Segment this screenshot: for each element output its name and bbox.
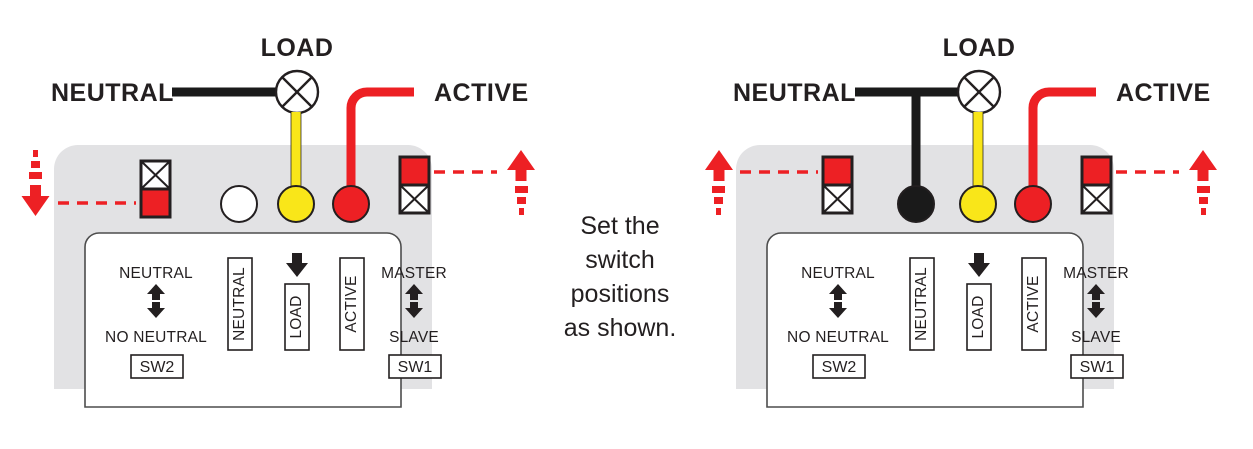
note-line-4: as shown. — [564, 314, 677, 342]
port-neutral: NEUTRAL — [227, 257, 253, 351]
port-neutral-label: NEUTRAL — [913, 267, 930, 341]
sw2-option-bottom: NO NEUTRAL — [105, 329, 207, 346]
port-load-label: LOAD — [970, 295, 987, 338]
sw2-position-indicator — [21, 150, 136, 216]
sw2-id-label: SW2 — [822, 359, 857, 376]
neutral-wire-label: NEUTRAL — [733, 79, 856, 107]
neutral-terminal[interactable] — [220, 185, 258, 223]
note-line-3: positions — [571, 280, 670, 308]
sw2-option-top: NEUTRAL — [119, 265, 193, 282]
load-lamp — [956, 69, 1002, 115]
center-note: Set the switch positions as shown. — [564, 212, 677, 342]
sw1-switch[interactable] — [1080, 155, 1113, 215]
sw2-id-box — [130, 354, 184, 379]
load-wire-label: LOAD — [943, 34, 1016, 62]
port-active-label: ACTIVE — [1025, 275, 1042, 332]
sw2-id-box — [812, 354, 866, 379]
note-line-1: Set the — [580, 212, 659, 240]
active-wire-label: ACTIVE — [434, 79, 529, 107]
sw1-position-indicator — [434, 150, 535, 215]
neutral-wire-label: NEUTRAL — [51, 79, 174, 107]
sw1-option-top: MASTER — [381, 265, 447, 282]
port-active-label: ACTIVE — [343, 275, 360, 332]
sw2-options: NEUTRAL NO NEUTRAL SW2 — [787, 265, 889, 379]
sw1-id-box — [1070, 354, 1124, 379]
active-terminal[interactable] — [332, 185, 370, 223]
sw1-option-bottom: SLAVE — [389, 329, 439, 346]
sw2-switch[interactable] — [821, 155, 854, 215]
left-diagram: NEUTRAL LOAD ACTIVE NEUTRAL NO NEUTRAL S… — [21, 34, 535, 408]
port-load: LOAD — [966, 253, 992, 351]
port-neutral: NEUTRAL — [909, 257, 935, 351]
active-terminal[interactable] — [1014, 185, 1052, 223]
sw1-option-top: MASTER — [1063, 265, 1129, 282]
sw1-options: MASTER SLAVE SW1 — [1063, 265, 1129, 379]
port-load: LOAD — [284, 253, 310, 351]
sw1-id-label: SW1 — [1080, 359, 1115, 376]
sw2-option-bottom: NO NEUTRAL — [787, 329, 889, 346]
active-wire-label: ACTIVE — [1116, 79, 1211, 107]
sw1-option-bottom: SLAVE — [1071, 329, 1121, 346]
sw1-id-box — [388, 354, 442, 379]
sw2-option-top: NEUTRAL — [801, 265, 875, 282]
active-wire — [346, 87, 414, 198]
active-wire — [1028, 87, 1096, 198]
port-neutral-label: NEUTRAL — [231, 267, 248, 341]
note-line-2: switch — [585, 246, 654, 274]
sw1-id-label: SW1 — [398, 359, 433, 376]
sw1-options: MASTER SLAVE SW1 — [381, 265, 447, 379]
sw2-position-indicator — [705, 150, 818, 215]
port-active: ACTIVE — [1021, 257, 1047, 351]
sw2-id-label: SW2 — [140, 359, 175, 376]
sw2-options: NEUTRAL NO NEUTRAL SW2 — [105, 265, 207, 379]
port-active: ACTIVE — [339, 257, 365, 351]
sw1-switch[interactable] — [398, 155, 431, 215]
load-terminal[interactable] — [277, 185, 315, 223]
load-lamp — [274, 69, 320, 115]
neutral-terminal[interactable] — [897, 185, 935, 223]
load-wire-label: LOAD — [261, 34, 334, 62]
neutral-wire — [855, 87, 960, 200]
port-load-label: LOAD — [288, 295, 305, 338]
load-terminal[interactable] — [959, 185, 997, 223]
sw2-switch[interactable] — [139, 159, 172, 219]
sw1-position-indicator — [1116, 150, 1217, 215]
right-diagram: NEUTRAL LOAD ACTIVE NEUTRAL NO NEUTRAL S… — [705, 34, 1217, 408]
